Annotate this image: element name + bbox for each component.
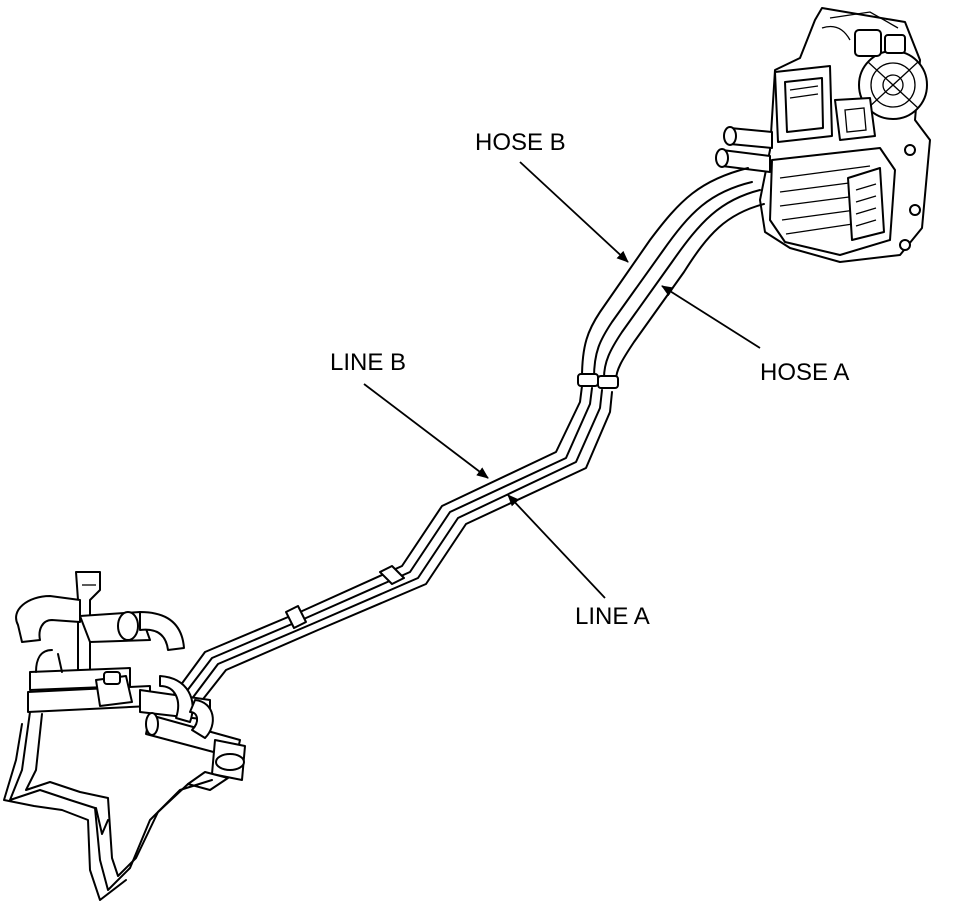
callout-hose-a: HOSE A	[661, 285, 849, 386]
rear-heater-unit	[715, 7, 931, 263]
label-line-b: LINE B	[330, 349, 406, 376]
line-pair	[171, 385, 613, 709]
callout-line-a: LINE A	[507, 494, 650, 630]
label-hose-a: HOSE A	[760, 359, 849, 386]
label-hose-b: HOSE B	[475, 129, 566, 156]
leader-line-b	[363, 383, 489, 479]
leader-hose-a	[661, 285, 761, 349]
callout-hose-b: HOSE B	[475, 129, 629, 263]
label-line-a: LINE A	[575, 603, 650, 630]
leader-line-a	[507, 494, 606, 599]
hose-pair	[577, 167, 765, 389]
callout-line-b: LINE B	[330, 349, 489, 479]
front-pipe-assembly	[3, 571, 246, 901]
leader-hose-b	[519, 161, 629, 263]
